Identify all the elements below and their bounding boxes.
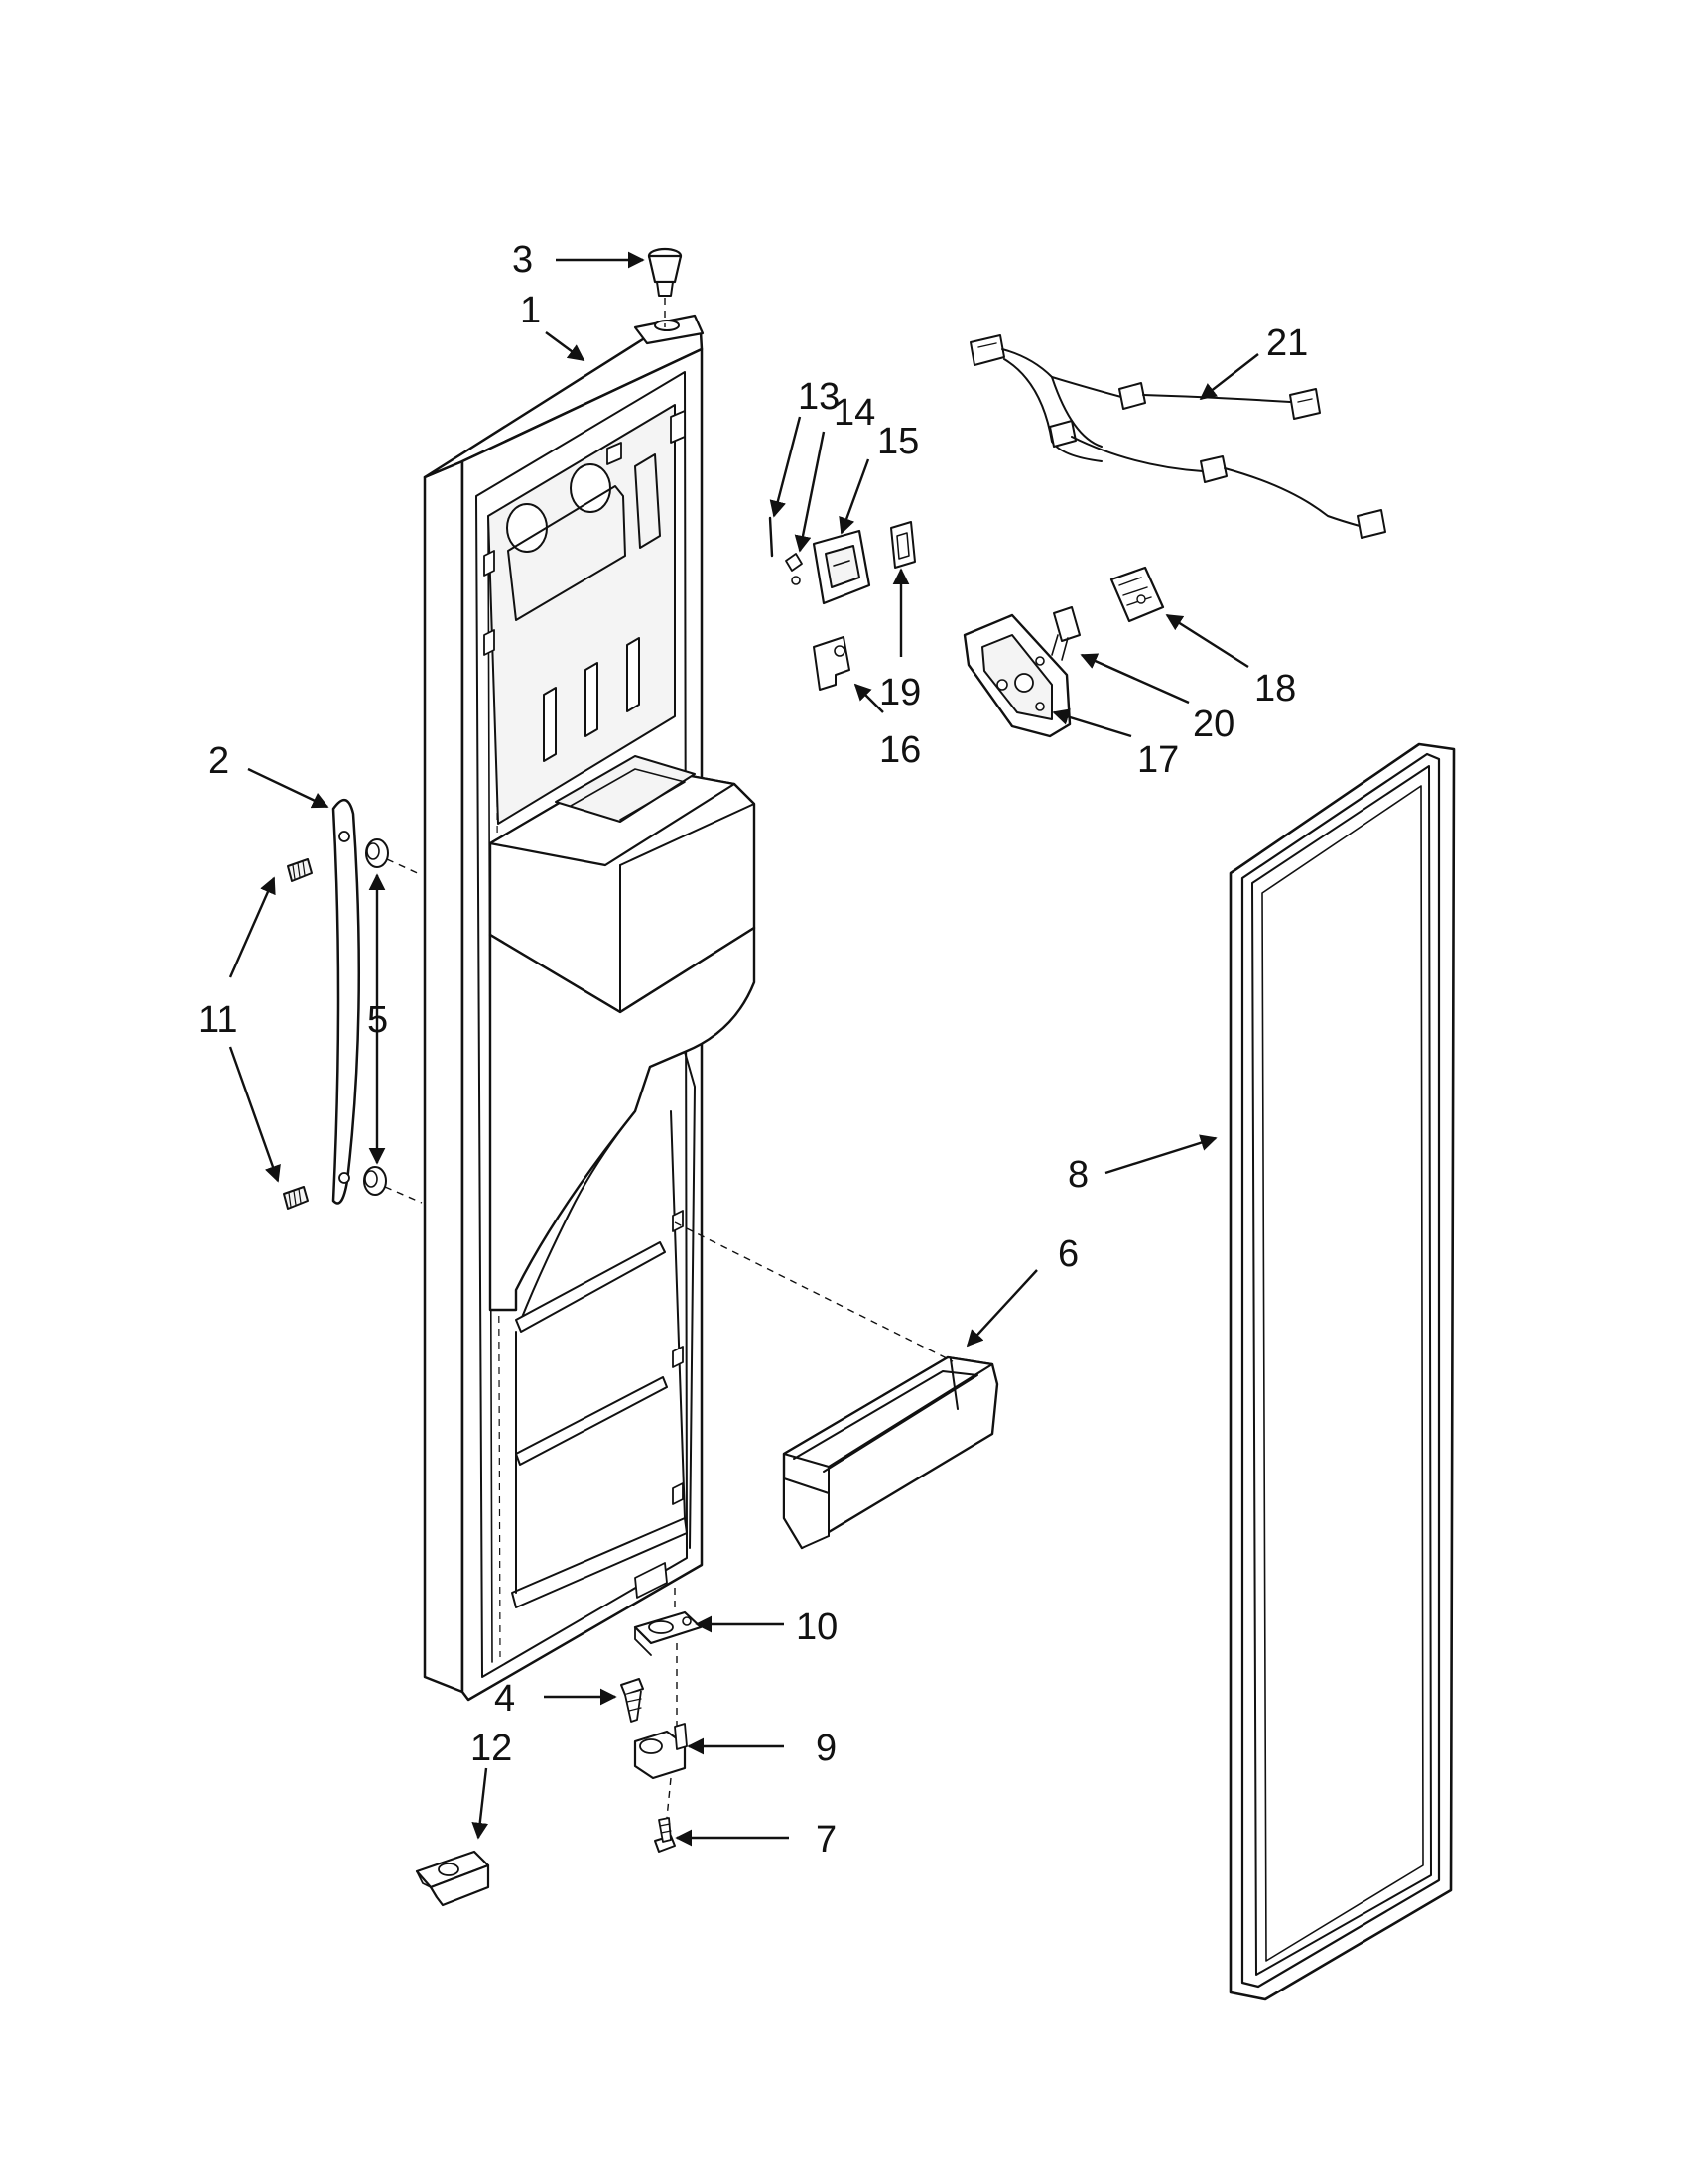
- handle-spacer-bottom: [363, 1166, 387, 1196]
- door-handle: [331, 799, 361, 1205]
- door-gasket: [1229, 742, 1456, 2001]
- wire-harness: [970, 334, 1386, 539]
- callout-15: 15: [877, 421, 919, 462]
- dispenser-switch: [1051, 606, 1081, 661]
- callout-9: 9: [816, 1728, 837, 1769]
- bottom-hinge-plate: [633, 1610, 703, 1656]
- callout-20: 20: [1193, 704, 1234, 745]
- callout-6: 6: [1058, 1233, 1079, 1275]
- handle-screw-top: [287, 858, 313, 882]
- callout-arrows: [228, 251, 1259, 1847]
- callout-13: 13: [798, 376, 840, 418]
- hinge-screw-lower: [654, 1817, 676, 1853]
- callout-3: 3: [512, 239, 533, 281]
- callout-11: 11: [198, 999, 237, 1041]
- dispenser-pad: [890, 521, 916, 569]
- control-board: [1109, 566, 1165, 623]
- hinge-cover: [415, 1850, 490, 1907]
- door-liner-shelves: [511, 1110, 688, 1608]
- callout-21: 21: [1266, 322, 1308, 364]
- dispenser-actuator: [812, 529, 871, 605]
- callout-8: 8: [1068, 1154, 1089, 1196]
- handle-spacer-top: [365, 838, 389, 868]
- callout-5: 5: [367, 999, 388, 1041]
- callout-14: 14: [834, 392, 875, 434]
- callout-labels: 3 1 21 13 14 15 19 16 18 20 17 2 11 5 8 …: [198, 239, 1308, 1861]
- dispenser-housing: [488, 755, 756, 1549]
- callout-7: 7: [816, 1819, 837, 1861]
- callout-12: 12: [470, 1728, 512, 1769]
- callout-19: 19: [879, 672, 921, 713]
- dispenser-spring: [785, 553, 803, 585]
- bottom-hinge-pin: [633, 1723, 688, 1780]
- dispenser-lever: [813, 636, 850, 691]
- callout-2: 2: [208, 740, 229, 782]
- callout-18: 18: [1254, 668, 1296, 709]
- door-bin: [782, 1355, 999, 1550]
- callout-10: 10: [796, 1606, 838, 1648]
- callout-16: 16: [879, 729, 921, 771]
- callout-17: 17: [1137, 739, 1179, 781]
- handle-screw-bottom: [283, 1186, 309, 1210]
- callout-1: 1: [520, 290, 541, 331]
- hinge-bushing: [647, 247, 683, 297]
- callout-4: 4: [494, 1678, 515, 1720]
- control-housing: [963, 613, 1072, 738]
- dispenser-pin: [768, 516, 774, 558]
- hinge-screw: [620, 1678, 644, 1723]
